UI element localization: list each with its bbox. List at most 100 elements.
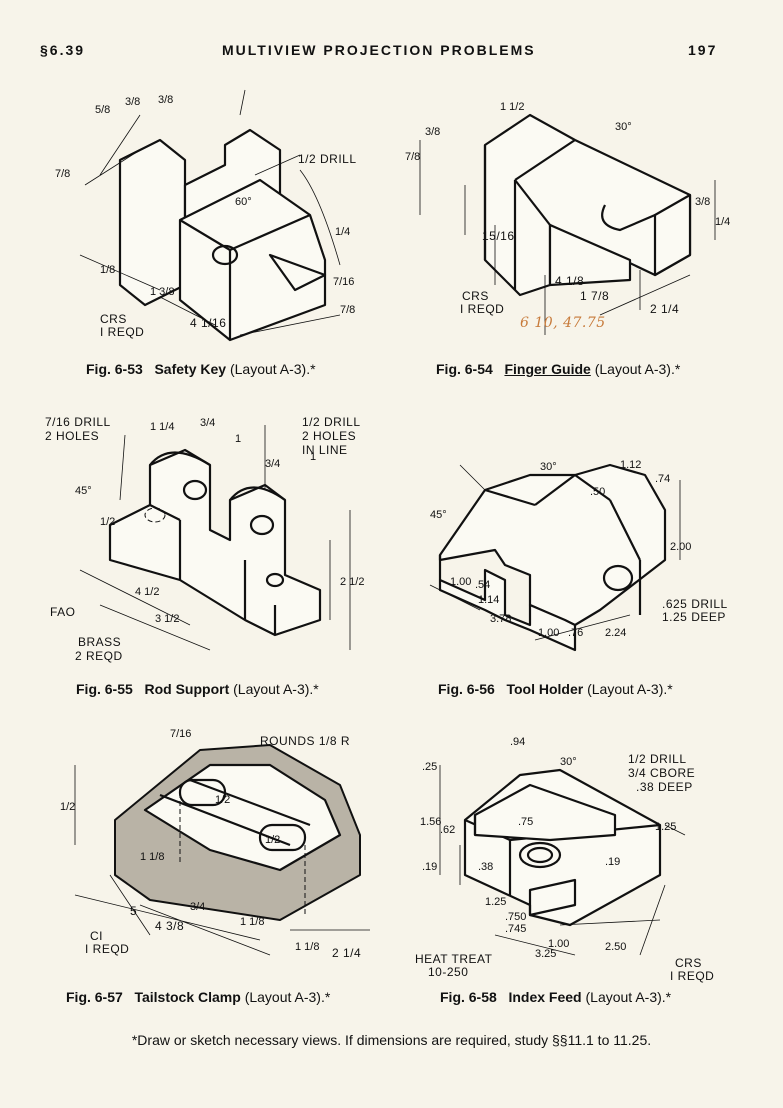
cbore-callout: 3/4 CBORE [628, 766, 696, 780]
figure-caption: Fig. 6-53 Safety Key (Layout A-3).* [86, 361, 316, 377]
tool-holder-drawing: 45° 30° 2.00 .50 1.12 .74 1.00 .54 1.14 … [429, 459, 691, 652]
svg-text:2.24: 2.24 [605, 627, 626, 639]
depth-callout: .38 DEEP [636, 780, 693, 794]
svg-text:1.00: 1.00 [450, 576, 471, 588]
width-dim: 2 1/4 [332, 946, 362, 960]
figure-caption: Fig. 6-54 Finger Guide (Layout A-3).* [436, 361, 680, 377]
figure-name: Finger Guide [504, 361, 591, 377]
figure-rod-support: 45° 1 1/4 3/4 1 1 3/4 1/2 4 1/2 3 1/2 2 … [40, 410, 380, 710]
svg-text:1.25: 1.25 [485, 896, 506, 908]
figure-tool-holder: 45° 30° 2.00 .50 1.12 .74 1.00 .54 1.14 … [400, 410, 770, 710]
heat-treat-spec: 10-250 [428, 965, 469, 979]
section-number: §6.39 [40, 42, 86, 58]
svg-text:5/8: 5/8 [95, 104, 110, 116]
page-number: 197 [688, 42, 718, 58]
svg-text:7/16: 7/16 [333, 276, 354, 288]
rod-support-drawing: 45° 1 1/4 3/4 1 1 3/4 1/2 4 1/2 3 1/2 2 … [75, 417, 364, 651]
figure-name: Rod Support [144, 681, 230, 697]
svg-text:3/8: 3/8 [425, 126, 440, 138]
figure-tailstock-clamp: 1/2 7/16 1/2 1 1/8 1/2 3/4 1 1/8 1 1/8 R… [40, 725, 380, 1025]
svg-text:3/4: 3/4 [190, 901, 205, 913]
drill-callout-7-16: 7/16 DRILL [45, 415, 111, 429]
svg-text:1 1/8: 1 1/8 [295, 941, 319, 953]
depth-callout: 1.25 DEEP [662, 610, 726, 624]
svg-text:.25: .25 [422, 761, 437, 773]
svg-text:45°: 45° [75, 485, 92, 497]
svg-text:1/2: 1/2 [60, 801, 75, 813]
dim-15-16: 15/16 [482, 229, 515, 243]
svg-text:3/8: 3/8 [125, 96, 140, 108]
figure-name: Tailstock Clamp [134, 989, 241, 1005]
figure-number: Fig. 6-58 [440, 989, 497, 1005]
figure-layout: (Layout A-3).* [244, 989, 331, 1005]
figure-number: Fig. 6-56 [438, 681, 495, 697]
heat-treat-note: HEAT TREAT [415, 952, 493, 966]
material-note: CRS [462, 289, 489, 303]
svg-text:1 1/4: 1 1/4 [150, 421, 174, 433]
svg-text:1/2: 1/2 [265, 834, 280, 846]
dim-1-7-8: 1 7/8 [580, 289, 610, 303]
holes-note-2: 2 HOLES [302, 429, 357, 443]
length-dim-2: 4 3/8 [155, 919, 185, 933]
footnote: *Draw or sketch necessary views. If dime… [131, 1032, 652, 1048]
svg-text:1: 1 [310, 451, 316, 463]
holes-note-1: 2 HOLES [45, 429, 100, 443]
svg-text:3.78: 3.78 [490, 613, 511, 625]
figure-caption: Fig. 6-58 Index Feed (Layout A-3).* [440, 989, 671, 1005]
svg-text:.74: .74 [655, 473, 670, 485]
svg-text:1 3/8: 1 3/8 [150, 286, 174, 298]
svg-text:1 1/8: 1 1/8 [240, 916, 264, 928]
handwritten-note: 6 10, 47.75 [520, 315, 606, 331]
finger-guide-drawing: 3/8 7/8 1 1/2 30° 3/8 1/4 [405, 101, 730, 335]
svg-text:1.12: 1.12 [620, 459, 641, 471]
svg-text:.19: .19 [605, 856, 620, 868]
in-line-note: IN LINE [302, 443, 348, 457]
dim-4-1-8: 4 1/8 [555, 274, 585, 288]
figure-name: Safety Key [154, 361, 227, 377]
svg-text:2.00: 2.00 [670, 541, 691, 553]
safety-key-drawing: 7/8 5/8 3/8 3/8 1/8 1 3/8 60° 1/4 7/16 7… [55, 89, 355, 342]
tailstock-clamp-drawing: 1/2 7/16 1/2 1 1/8 1/2 3/4 1 1/8 1 1/8 [60, 728, 370, 956]
drill-callout-1-2: 1/2 DRILL [302, 415, 361, 429]
svg-text:7/8: 7/8 [405, 151, 420, 163]
svg-text:1.14: 1.14 [478, 594, 499, 606]
svg-text:1/4: 1/4 [335, 226, 350, 238]
svg-text:7/8: 7/8 [340, 304, 355, 316]
page-title: MULTIVIEW PROJECTION PROBLEMS [222, 42, 536, 58]
svg-text:60°: 60° [235, 196, 252, 208]
svg-text:1/2: 1/2 [215, 794, 230, 806]
svg-text:3.25: 3.25 [535, 948, 556, 960]
svg-text:.62: .62 [440, 824, 455, 836]
figure-layout: (Layout A-3).* [585, 989, 672, 1005]
quantity-note: I REQD [100, 325, 145, 339]
svg-text:1.00: 1.00 [538, 627, 559, 639]
material-note: CRS [675, 956, 702, 970]
svg-text:.745: .745 [505, 923, 526, 935]
svg-text:4 1/2: 4 1/2 [135, 586, 159, 598]
svg-text:1.25: 1.25 [655, 821, 676, 833]
figure-name: Tool Holder [506, 681, 584, 697]
quantity-note: I REQD [460, 302, 505, 316]
svg-text:.76: .76 [568, 627, 583, 639]
dim-2-1-4: 2 1/4 [650, 302, 680, 316]
svg-text:.50: .50 [590, 486, 605, 498]
figure-name: Index Feed [508, 989, 582, 1005]
figure-number: Fig. 6-55 [76, 681, 133, 697]
svg-text:1/4: 1/4 [715, 216, 730, 228]
figure-finger-guide: 3/8 7/8 1 1/2 30° 3/8 1/4 15/16 4 1/8 1 … [400, 85, 760, 385]
svg-text:3/4: 3/4 [200, 417, 215, 429]
drill-callout: 1/2 DRILL [628, 752, 687, 766]
svg-text:2 1/2: 2 1/2 [340, 576, 364, 588]
svg-text:1/8: 1/8 [100, 264, 115, 276]
figure-layout: (Layout A-3).* [594, 361, 681, 377]
length-dim: 5 [130, 904, 138, 918]
svg-text:30°: 30° [615, 121, 632, 133]
figure-layout: (Layout A-3).* [587, 681, 673, 697]
quantity-note: 2 REQD [75, 649, 123, 663]
index-feed-drawing: .94 30° .25 1.56 .62 .19 .75 .38 .19 1.2… [420, 736, 686, 960]
quantity-note: I REQD [85, 942, 130, 956]
rounds-callout: ROUNDS 1/8 R [260, 734, 351, 748]
figure-caption: Fig. 6-56 Tool Holder (Layout A-3).* [438, 681, 673, 697]
svg-text:3/8: 3/8 [695, 196, 710, 208]
svg-text:.750: .750 [505, 911, 526, 923]
